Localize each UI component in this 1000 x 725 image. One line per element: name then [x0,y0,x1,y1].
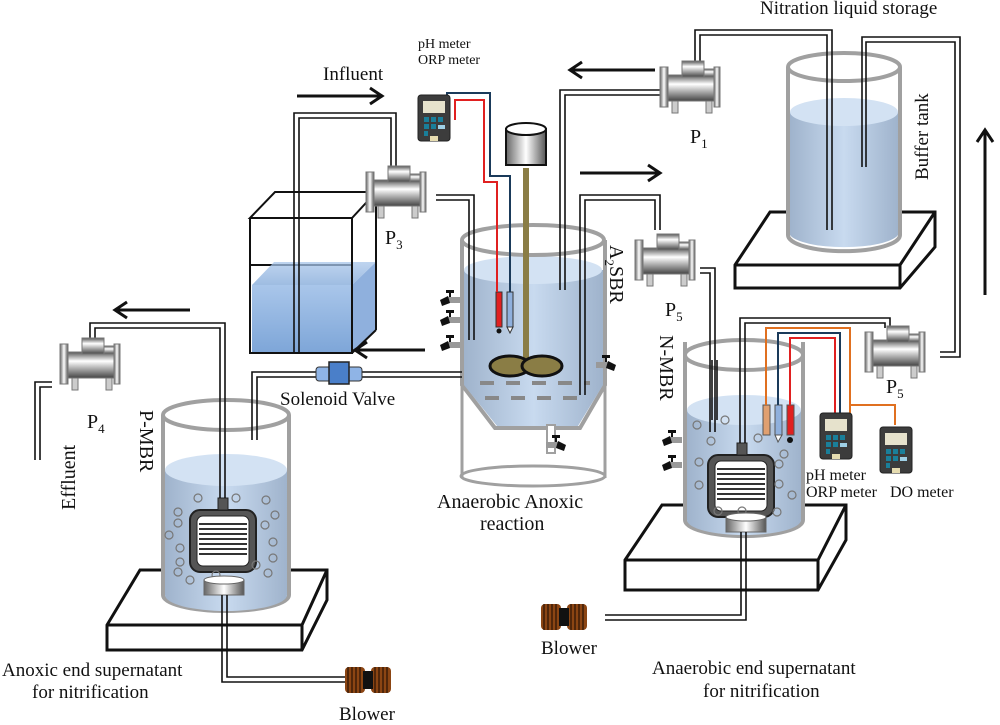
orp-meter-label: ORP meter [418,53,480,68]
ph-orp-meter-top[interactable] [417,94,451,142]
tap-icon[interactable] [662,455,682,471]
stirrer-motor [505,122,547,166]
arrow-left-icon [112,300,190,320]
anaerobic-anoxic-label-2: reaction [480,513,544,535]
pump-p3-label: P3 [385,227,403,252]
pump-p5b-label: P5 [886,376,904,401]
pump-p5a[interactable] [634,233,696,287]
tap-icon[interactable] [662,430,682,446]
probe-cables [446,92,896,425]
do-meter[interactable] [879,426,913,474]
pump-p4[interactable] [59,337,121,391]
tap-icon[interactable] [440,290,460,306]
anaerobic-end-label-1: Anaerobic end supernatant [652,658,856,679]
labels: Nitration liquid storage pH meter ORP me… [2,0,954,725]
stirrer-blade [520,354,564,378]
buffer-tank-label: Buffer tank [912,93,933,180]
nmbr-reactor [662,338,805,539]
a2sbr-reactor [440,122,616,488]
orp-probe [506,291,514,328]
orp-meter-right-label: ORP meter [806,484,878,501]
nitration-storage-label: Nitration liquid storage [760,0,937,19]
anoxic-end-label-2: for nitrification [32,682,149,703]
buffer-tank [786,51,902,254]
pmbr-reactor [161,398,291,613]
anaerobic-anoxic-label-1: Anaerobic Anoxic [437,491,583,513]
a2sbr-label: A2SBR [602,245,627,304]
anaerobic-end-label-2: for nitrification [703,681,820,702]
svg-text:A2SBR: A2SBR [602,245,627,304]
arrow-up-icon [975,127,995,295]
ph-probe [786,404,795,436]
solenoid-valve[interactable] [315,361,363,385]
arrow-right-icon [580,163,663,183]
blower-left-label: Blower [339,704,396,725]
flow-arrows [112,60,995,360]
arrow-right-icon [297,86,385,106]
tap-icon[interactable] [440,335,460,351]
pump-p1-label: P1 [690,126,708,151]
orp-probe [774,404,783,436]
arrow-left-icon [567,60,655,80]
pump-p5b[interactable] [864,325,926,379]
ph-probe [495,291,503,328]
nmbr-label: N-MBR [655,335,677,401]
anoxic-end-label-1: Anoxic end supernatant [2,660,183,681]
membrane-module [189,509,257,573]
ph-meter-right-label: pH meter [806,467,867,484]
pump-p1[interactable] [659,60,721,114]
solenoid-valve-label: Solenoid Valve [280,389,395,410]
blower-left[interactable] [344,666,392,694]
arrow-left-icon [352,340,425,360]
ph-meter-label: pH meter [418,37,471,52]
tap-icon[interactable] [440,310,460,326]
pump-p5a-label: P5 [665,299,683,324]
pipes [34,29,961,683]
pump-p4-label: P4 [87,411,105,436]
blower-right-label: Blower [541,638,598,659]
do-probe [762,404,771,436]
blower-right[interactable] [540,603,588,631]
do-meter-label: DO meter [890,484,954,501]
influent-tank [247,191,379,354]
effluent-label: Effluent [58,444,80,510]
stirrer-shaft [523,168,529,364]
pmbr-label: P-MBR [135,410,157,473]
ph-orp-meter-right[interactable] [819,412,853,460]
influent-label: Influent [323,64,384,85]
